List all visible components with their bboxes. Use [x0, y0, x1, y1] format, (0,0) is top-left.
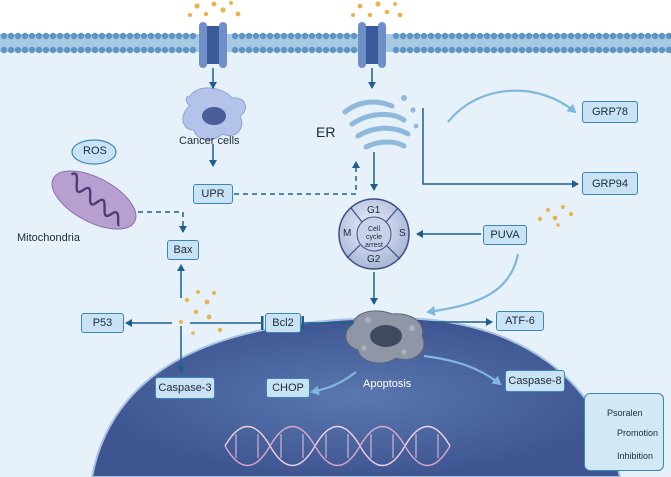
m-label: M: [343, 228, 352, 239]
s-label: S: [399, 228, 406, 239]
cell-membrane: [0, 32, 671, 54]
p53-box: P53: [81, 313, 124, 333]
cell-cycle-arrest-label: Cell cycle arrest: [365, 226, 383, 249]
legend-box: Psoralen Promotion Inhibition: [584, 393, 664, 471]
atf6-box: ATF-6: [496, 311, 544, 331]
grp78-box: GRP78: [582, 101, 638, 123]
cancer-cell-icon: [182, 87, 247, 141]
caspase8-box: Caspase-8: [505, 370, 565, 392]
endoplasmic-reticulum-icon: [342, 99, 411, 150]
curved-arrows: [310, 89, 577, 396]
bcl2-box: Bcl2: [265, 313, 301, 333]
g1-label: G1: [367, 205, 381, 216]
legend-psoralen: Psoralen: [607, 408, 643, 418]
legend-inhibition: Inhibition: [617, 451, 654, 461]
er-vesicles: [401, 95, 419, 129]
bax-box: Bax: [167, 240, 199, 260]
dashed-arrows: [138, 161, 360, 233]
puva-box: PUVA: [483, 225, 527, 245]
ros-bubble: [71, 139, 117, 165]
caspase3-box: Caspase-3: [155, 377, 215, 399]
apoptosis-label: Apoptosis: [363, 378, 412, 390]
promotion-arrows: [125, 68, 579, 373]
membrane-channel-right: [358, 22, 386, 68]
upr-box: UPR: [193, 184, 233, 204]
dna-helix: [224, 426, 451, 466]
g2-label: G2: [367, 254, 381, 265]
mitochondria-icon: [51, 170, 137, 230]
er-label: ER: [316, 124, 336, 140]
ros-label: ROS: [83, 145, 107, 157]
chop-box: CHOP: [266, 378, 310, 398]
membrane-channel-left: [199, 22, 227, 68]
legend-promotion: Promotion: [617, 428, 659, 438]
grp94-box: GRP94: [582, 172, 638, 195]
cancer-cells-label: Cancer cells: [179, 135, 240, 147]
apoptotic-cell-icon: [345, 310, 425, 364]
psoralen-dots: [179, 1, 574, 335]
mitochondria-label: Mitochondria: [17, 232, 80, 244]
cell-cycle-wheel: [338, 198, 410, 270]
